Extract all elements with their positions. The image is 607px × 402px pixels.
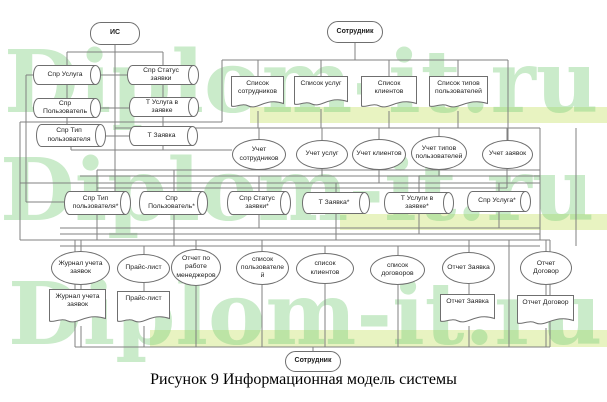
node-otchet-zayavka: Отчет Заявка bbox=[442, 252, 495, 284]
node-spr-usluga: Спр Услуга bbox=[33, 65, 101, 85]
node-spisok-sotrudnikov: Список сотрудников bbox=[231, 76, 284, 111]
node-is: ИС bbox=[90, 22, 140, 45]
node-spisok-klientov-doc: Список клиентов bbox=[361, 76, 417, 111]
node-spr-polzovatel-star: Спр Пользователь* bbox=[139, 191, 208, 215]
figure-caption: Рисунок 9 Информационная модель системы bbox=[150, 371, 457, 388]
node-uchet-tipov-polzovatelej: Учет типов пользователей bbox=[411, 136, 467, 170]
node-label: Спр Тип пользователя bbox=[47, 127, 91, 143]
node-t-usluga-v-zayavke: Т Услуга в заявке bbox=[129, 97, 199, 117]
node-label: список пользователей bbox=[240, 255, 285, 280]
node-t-zayavka-star: Т Заявка* bbox=[302, 192, 370, 214]
node-spisok-dogovorov: список договоров bbox=[370, 255, 425, 285]
node-label: Отчет Заявка bbox=[447, 263, 490, 271]
node-t-uslugi-v-zayavke-star: Т Услуги в заявке* bbox=[384, 192, 454, 214]
node-spr-tip-polzovatelya: Спр Тип пользователя bbox=[36, 124, 106, 147]
node-uchet-klientov: Учет клиентов bbox=[352, 139, 406, 170]
node-label: Учет заявок bbox=[488, 150, 527, 158]
node-spisok-tipov-polzovatelej: Список типов пользователей bbox=[429, 76, 488, 111]
node-label: Отчет Договор bbox=[522, 299, 569, 306]
node-uchet-uslug: Учет услуг bbox=[296, 140, 348, 169]
node-sotrudnik-bottom: Сотрудник bbox=[285, 351, 341, 372]
node-label: Отчет Договор bbox=[533, 259, 559, 275]
node-t-zayavka: Т Заявка bbox=[129, 126, 198, 146]
watermark-text: Diplom-it.ru bbox=[8, 264, 603, 365]
node-zhurnal-ucheta-zayavok: Журнал учета заявок bbox=[51, 251, 110, 285]
node-spisok-polzovatelej: список пользователей bbox=[236, 251, 289, 285]
node-label: Учет услуг bbox=[305, 150, 339, 158]
node-label: Сотрудник bbox=[294, 357, 332, 365]
node-label: Спр Услуга bbox=[47, 70, 83, 78]
node-label: Список клиентов bbox=[374, 80, 404, 96]
node-label: Список услуг bbox=[300, 80, 342, 87]
node-label: Спр Пользователь* bbox=[148, 194, 195, 210]
node-label: Т Услуга в заявке bbox=[145, 98, 179, 114]
node-otchet-po-rabote-menedzherov: Отчет по работе менеджеров bbox=[171, 249, 221, 286]
node-label: Учет сотрудников bbox=[239, 146, 279, 162]
node-uchet-zayavok: Учет заявок bbox=[482, 140, 533, 169]
node-spr-polzovatel: Спр Пользователь bbox=[33, 98, 101, 118]
node-sotrudnik-top: Сотрудник bbox=[327, 21, 383, 43]
node-label: Т Заявка* bbox=[318, 198, 350, 206]
node-label: Т Заявка bbox=[147, 131, 176, 139]
node-label: Спр Статус заявки* bbox=[239, 194, 275, 210]
node-label: Учет клиентов bbox=[356, 150, 402, 158]
node-label: ИС bbox=[109, 29, 121, 37]
node-label: Сотрудник bbox=[336, 27, 374, 35]
node-label: Спр Статус заявки bbox=[143, 66, 179, 82]
node-prajs-list-doc: Прайс-лист bbox=[117, 291, 170, 326]
node-zhurnal-ucheta-zayavok-doc: Журнал учета заявок bbox=[49, 289, 106, 326]
node-otchet-zayavka-doc: Отчет Заявка bbox=[440, 294, 495, 326]
node-label: Отчет по работе менеджеров bbox=[176, 255, 216, 279]
node-label: Прайс-лист bbox=[125, 264, 162, 272]
node-spisok-uslug: Список услуг bbox=[294, 76, 348, 109]
node-prajs-list: Прайс-лист bbox=[117, 254, 170, 283]
node-label: Список типов пользователей bbox=[435, 80, 482, 96]
node-otchet-dogovor: Отчет Договор bbox=[520, 251, 572, 285]
watermark-highlight-band bbox=[150, 330, 607, 347]
node-otchet-dogovor-doc: Отчет Договор bbox=[517, 295, 574, 328]
node-label: список клиентов bbox=[310, 260, 340, 276]
node-label: Журнал учета заявок bbox=[58, 259, 103, 275]
node-label: Прайс-лист bbox=[125, 295, 162, 302]
node-spr-tip-polzovatelya-star: Спр Тип пользователя* bbox=[64, 191, 131, 215]
node-spr-status-zayavki: Спр Статус заявки bbox=[127, 65, 199, 85]
node-label: список договоров bbox=[381, 261, 414, 277]
node-label: Отчет Заявка bbox=[446, 298, 489, 305]
node-label: Учет типов пользователей bbox=[415, 144, 463, 160]
node-spr-status-zayavki-star: Спр Статус заявки* bbox=[227, 191, 291, 215]
node-label: Список сотрудников bbox=[237, 80, 278, 96]
node-uchet-sotrudnikov: Учет сотрудников bbox=[232, 139, 286, 170]
node-spr-usluga-star: Спр Услуга* bbox=[467, 191, 531, 212]
node-label: Спр Пользователь bbox=[42, 99, 88, 115]
node-spisok-klientov-out: список клиентов bbox=[296, 253, 354, 284]
node-label: Журнал учета заявок bbox=[55, 293, 100, 309]
watermark-highlight-band bbox=[250, 107, 607, 123]
node-label: Спр Тип пользователя* bbox=[72, 194, 119, 210]
node-label: Т Услуги в заявке* bbox=[400, 194, 434, 210]
node-label: Спр Услуга* bbox=[478, 197, 516, 205]
